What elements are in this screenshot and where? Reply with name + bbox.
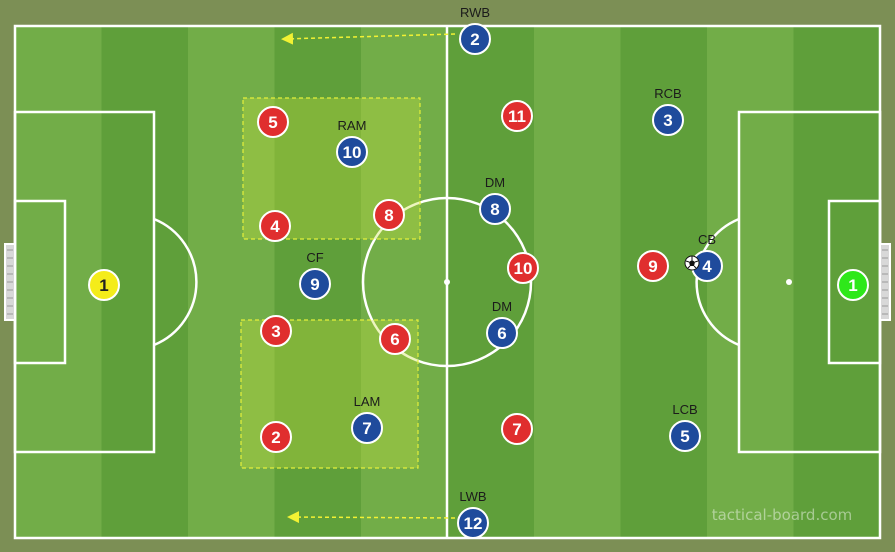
blue-player-token[interactable]: 6: [486, 317, 518, 349]
right-penalty-spot: [786, 279, 792, 285]
red-player-token[interactable]: 11: [501, 100, 533, 132]
pitch-stripe: [188, 26, 275, 538]
red-player-token[interactable]: 5: [257, 106, 289, 138]
blue-player-token-number: 2: [470, 30, 479, 49]
left-goal: [4, 243, 16, 321]
player-role-label: RWB: [460, 5, 490, 20]
blue-player-token[interactable]: 8: [479, 193, 511, 225]
red-player-token[interactable]: 9: [637, 250, 669, 282]
pitch-stripe: [361, 26, 448, 538]
blue-player-token-number: 12: [464, 514, 483, 533]
blue-player-token[interactable]: 12: [457, 507, 489, 539]
blue-player-token-circle: [459, 23, 491, 55]
goalkeeper-token[interactable]: 1: [837, 269, 869, 301]
red-player-token-number: 6: [390, 330, 399, 349]
blue-player-token-circle: [299, 268, 331, 300]
right-penalty-arc: [695, 217, 740, 347]
right-goal: [879, 243, 891, 321]
goalkeeper-token-circle: [88, 269, 120, 301]
watermark: tactical-board.com: [712, 506, 853, 524]
red-player-token-circle: [507, 252, 539, 284]
red-player-token-circle: [501, 100, 533, 132]
player-role-label: CB: [698, 232, 716, 247]
player-role-label: DM: [492, 299, 512, 314]
player-role-label: RCB: [654, 86, 681, 101]
player-role-label: RAM: [338, 118, 367, 133]
goalkeeper-token-number: 1: [848, 276, 857, 295]
red-player-token[interactable]: 3: [260, 315, 292, 347]
soccer-ball-icon[interactable]: [684, 255, 700, 271]
goalkeeper-token-circle: [837, 269, 869, 301]
player-role-label: LWB: [459, 489, 486, 504]
red-player-token[interactable]: 2: [260, 421, 292, 453]
goalkeeper-token-number: 1: [99, 276, 108, 295]
player-role-label: LCB: [672, 402, 697, 417]
blue-player-token-number: 10: [343, 143, 362, 162]
red-player-token[interactable]: 6: [379, 323, 411, 355]
blue-player-token[interactable]: 5: [669, 420, 701, 452]
red-player-token-circle: [260, 421, 292, 453]
blue-player-token-circle: [652, 104, 684, 136]
red-player-token-number: 11: [508, 107, 526, 126]
red-player-token-number: 9: [648, 257, 657, 276]
red-player-token-number: 7: [512, 420, 521, 439]
red-player-token-number: 5: [268, 113, 277, 132]
red-player-token-circle: [637, 250, 669, 282]
pitch-stripe: [707, 26, 794, 538]
red-player-token-circle: [259, 210, 291, 242]
red-player-token-number: 8: [384, 206, 393, 225]
red-player-token[interactable]: 8: [373, 199, 405, 231]
red-player-token-number: 4: [270, 217, 280, 236]
red-player-token-circle: [379, 323, 411, 355]
left-penalty-arc: [153, 217, 198, 347]
red-player-token-number: 2: [271, 428, 280, 447]
red-player-token-circle: [260, 315, 292, 347]
pitch-stripe: [534, 26, 621, 538]
blue-player-token-circle: [669, 420, 701, 452]
red-player-token-circle: [257, 106, 289, 138]
red-player-token-circle: [501, 413, 533, 445]
red-player-token-circle: [373, 199, 405, 231]
red-player-token[interactable]: 10: [507, 252, 539, 284]
blue-player-token-number: 8: [490, 200, 499, 219]
blue-player-token-circle: [336, 136, 368, 168]
blue-player-token-number: 6: [497, 324, 506, 343]
center-spot: [444, 279, 450, 285]
blue-player-token-circle: [457, 507, 489, 539]
blue-player-token-number: 4: [702, 257, 712, 276]
blue-player-token-number: 3: [663, 111, 672, 130]
run-arrow-top[interactable]: [281, 32, 456, 45]
center-circle: [361, 196, 533, 368]
blue-player-token[interactable]: 7: [351, 412, 383, 444]
pitch-stripe: [620, 26, 708, 538]
blue-player-token-number: 9: [310, 275, 319, 294]
player-role-label: CF: [306, 250, 323, 265]
red-player-token-number: 3: [271, 322, 280, 341]
blue-player-token[interactable]: 2: [459, 23, 491, 55]
red-player-token[interactable]: 4: [259, 210, 291, 242]
blue-player-token[interactable]: 9: [299, 268, 331, 300]
blue-player-token[interactable]: 3: [652, 104, 684, 136]
blue-player-token-circle: [486, 317, 518, 349]
red-player-token-number: 10: [514, 259, 533, 278]
blue-player-token-number: 5: [680, 427, 689, 446]
goalkeeper-token[interactable]: 1: [88, 269, 120, 301]
red-player-token[interactable]: 7: [501, 413, 533, 445]
blue-player-token-circle: [479, 193, 511, 225]
player-role-label: LAM: [354, 394, 381, 409]
blue-player-token-circle: [351, 412, 383, 444]
blue-player-token-number: 7: [362, 419, 371, 438]
blue-player-token[interactable]: 10: [336, 136, 368, 168]
player-role-label: DM: [485, 175, 505, 190]
